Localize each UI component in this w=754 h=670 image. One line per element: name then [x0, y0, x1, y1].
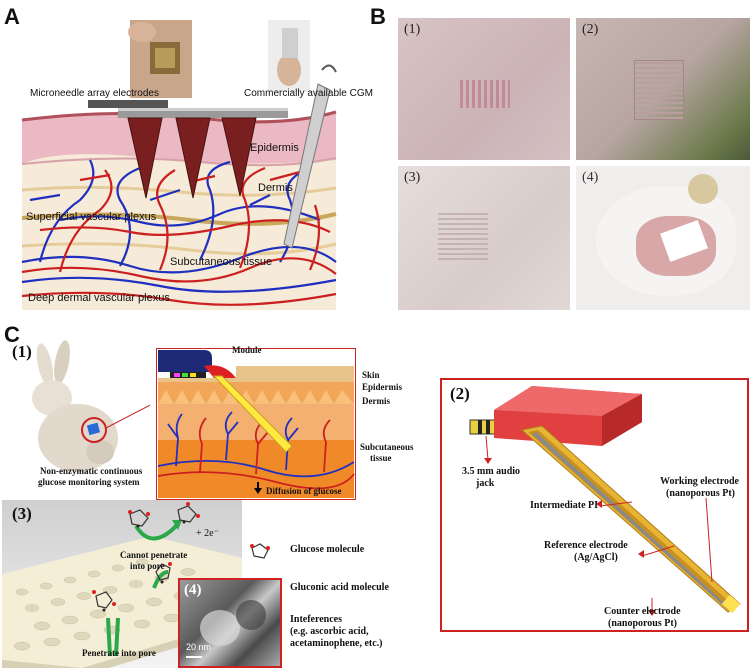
c1-label-module: Module [232, 345, 262, 355]
c2-label-working-2: (nanoporous Pt) [666, 488, 735, 499]
panel-c1: (1) Non-enzymatic continuous glucose mon… [0, 340, 414, 500]
legend-interferences-3: acetaminophene, etc.) [290, 638, 383, 649]
c3-penetrate: Penetrate into pore [82, 648, 156, 658]
c1-label-subcutaneous-2: tissue [370, 453, 392, 463]
needle-1 [127, 117, 163, 199]
legend-gluconic: Gluconic acid molecule [290, 582, 389, 593]
panel-c4: (4) 20 nm [178, 578, 282, 668]
c2-label-counter-2: (nanoporous Pt) [608, 618, 677, 629]
c1-label-subcutaneous-1: Subcutaneous [360, 442, 414, 452]
c2-label-reference-1: Reference electrode [544, 540, 628, 551]
skin-cross-section [21, 20, 337, 310]
c2-label-counter-1: Counter electrode [604, 606, 681, 617]
rabbit-caption-2: glucose monitoring system [38, 477, 140, 487]
label-superficial: Superficial vascular plexus [26, 211, 157, 223]
c3-cannot-2: into pore [130, 561, 165, 571]
c2-label-reference-2: (Ag/AgCl) [574, 552, 618, 563]
photo-number-4: (4) [582, 170, 599, 185]
panel-a: Microneedle array electrodes Commerciall… [0, 0, 373, 315]
c4-number: (4) [184, 582, 202, 598]
label-dermis: Dermis [258, 182, 293, 194]
legend-interferences-2: (e.g. ascorbic acid, [290, 626, 369, 637]
label-subcutaneous: Subcutaneous tissue [170, 256, 273, 268]
label-epidermis: Epidermis [250, 142, 299, 154]
c2-label-working-1: Working electrode [660, 476, 739, 487]
panel-letter-c: C [4, 322, 20, 347]
label-deep: Deep dermal vascular plexus [28, 292, 170, 304]
photo-4: (4) [576, 166, 750, 310]
c1-label-skin: Skin [362, 370, 380, 380]
c2-label-jack-2: jack [476, 478, 495, 489]
c3-number: (3) [12, 504, 32, 523]
c2-label-jack-1: 3.5 mm audio [462, 466, 521, 477]
sensor-cross-section [156, 348, 356, 500]
needle-2 [175, 117, 211, 199]
c1-label-diffusion: Diffusion of glucose [266, 486, 342, 496]
label-cgm: Commercially available CGM [244, 88, 373, 99]
c3-cannot-1: Cannot penetrate [120, 550, 188, 560]
rabbit-illustration [32, 340, 150, 472]
photo-number-2: (2) [582, 22, 599, 37]
sensor-device [469, 386, 741, 616]
c1-label-epidermis: Epidermis [362, 382, 403, 392]
panel-b: (1) (2) (3) (4) [398, 18, 750, 310]
photo-1: (1) [398, 18, 570, 160]
legend-glucose: Glucose molecule [290, 544, 365, 555]
panel-letter-a: A [4, 4, 20, 29]
panel-c2: (2) 3.5 mm audio jack Working electrode … [440, 378, 749, 632]
label-microneedle: Microneedle array electrodes [30, 88, 159, 99]
rabbit-caption-1: Non-enzymatic continuous [40, 466, 143, 476]
photo-number-1: (1) [404, 22, 421, 37]
c1-number: (1) [12, 342, 32, 361]
photo-2: (2) [576, 18, 750, 160]
c4-scale: 20 nm [186, 642, 212, 652]
photo-number-3: (3) [404, 170, 421, 185]
cgm-sensor [283, 83, 331, 249]
c2-number: (2) [450, 384, 470, 403]
c1-label-dermis: Dermis [362, 396, 390, 406]
needle-3 [221, 117, 257, 197]
c2-label-intermediate: Intermediate PI [530, 500, 599, 511]
photo-3: (3) [398, 166, 570, 310]
c3-electrons: + 2e⁻ [196, 528, 219, 539]
scale-bar [186, 656, 202, 658]
legend-interferences-1: Inteferences [290, 614, 343, 625]
panel-letter-b: B [370, 4, 386, 29]
